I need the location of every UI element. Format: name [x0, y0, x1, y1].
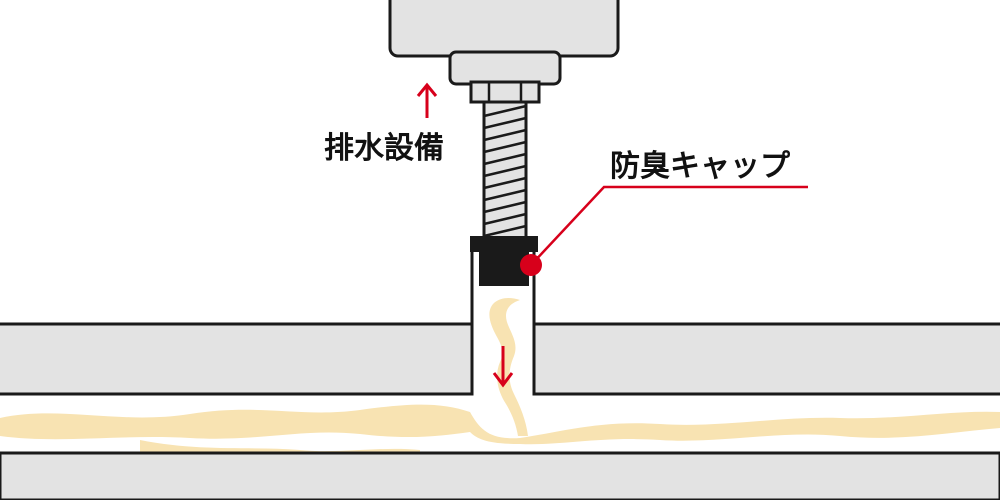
- drain-equipment-label: 排水設備: [324, 131, 444, 166]
- odor-cap-label: 防臭キャップ: [610, 149, 791, 184]
- drain-pipe: [470, 252, 536, 394]
- floor-slab-left: [0, 322, 474, 396]
- arrow-up-icon: [416, 82, 438, 118]
- odor-cap-flange: [470, 236, 538, 252]
- drain-unit-body: [388, 0, 620, 58]
- drain-hose: [482, 100, 528, 242]
- arrow-down-icon: [492, 346, 514, 388]
- floor-slab-lower: [0, 451, 1000, 500]
- odor-band: [0, 404, 1000, 445]
- odor-cap-marker: [520, 254, 542, 276]
- drain-unit-collar: [448, 50, 562, 86]
- drain-unit-nut: [469, 80, 541, 104]
- drain-equipment: [388, 0, 620, 104]
- odor-cap-leader: [520, 185, 808, 276]
- floor-slab-right: [532, 322, 1000, 396]
- odor-plume: [489, 298, 528, 436]
